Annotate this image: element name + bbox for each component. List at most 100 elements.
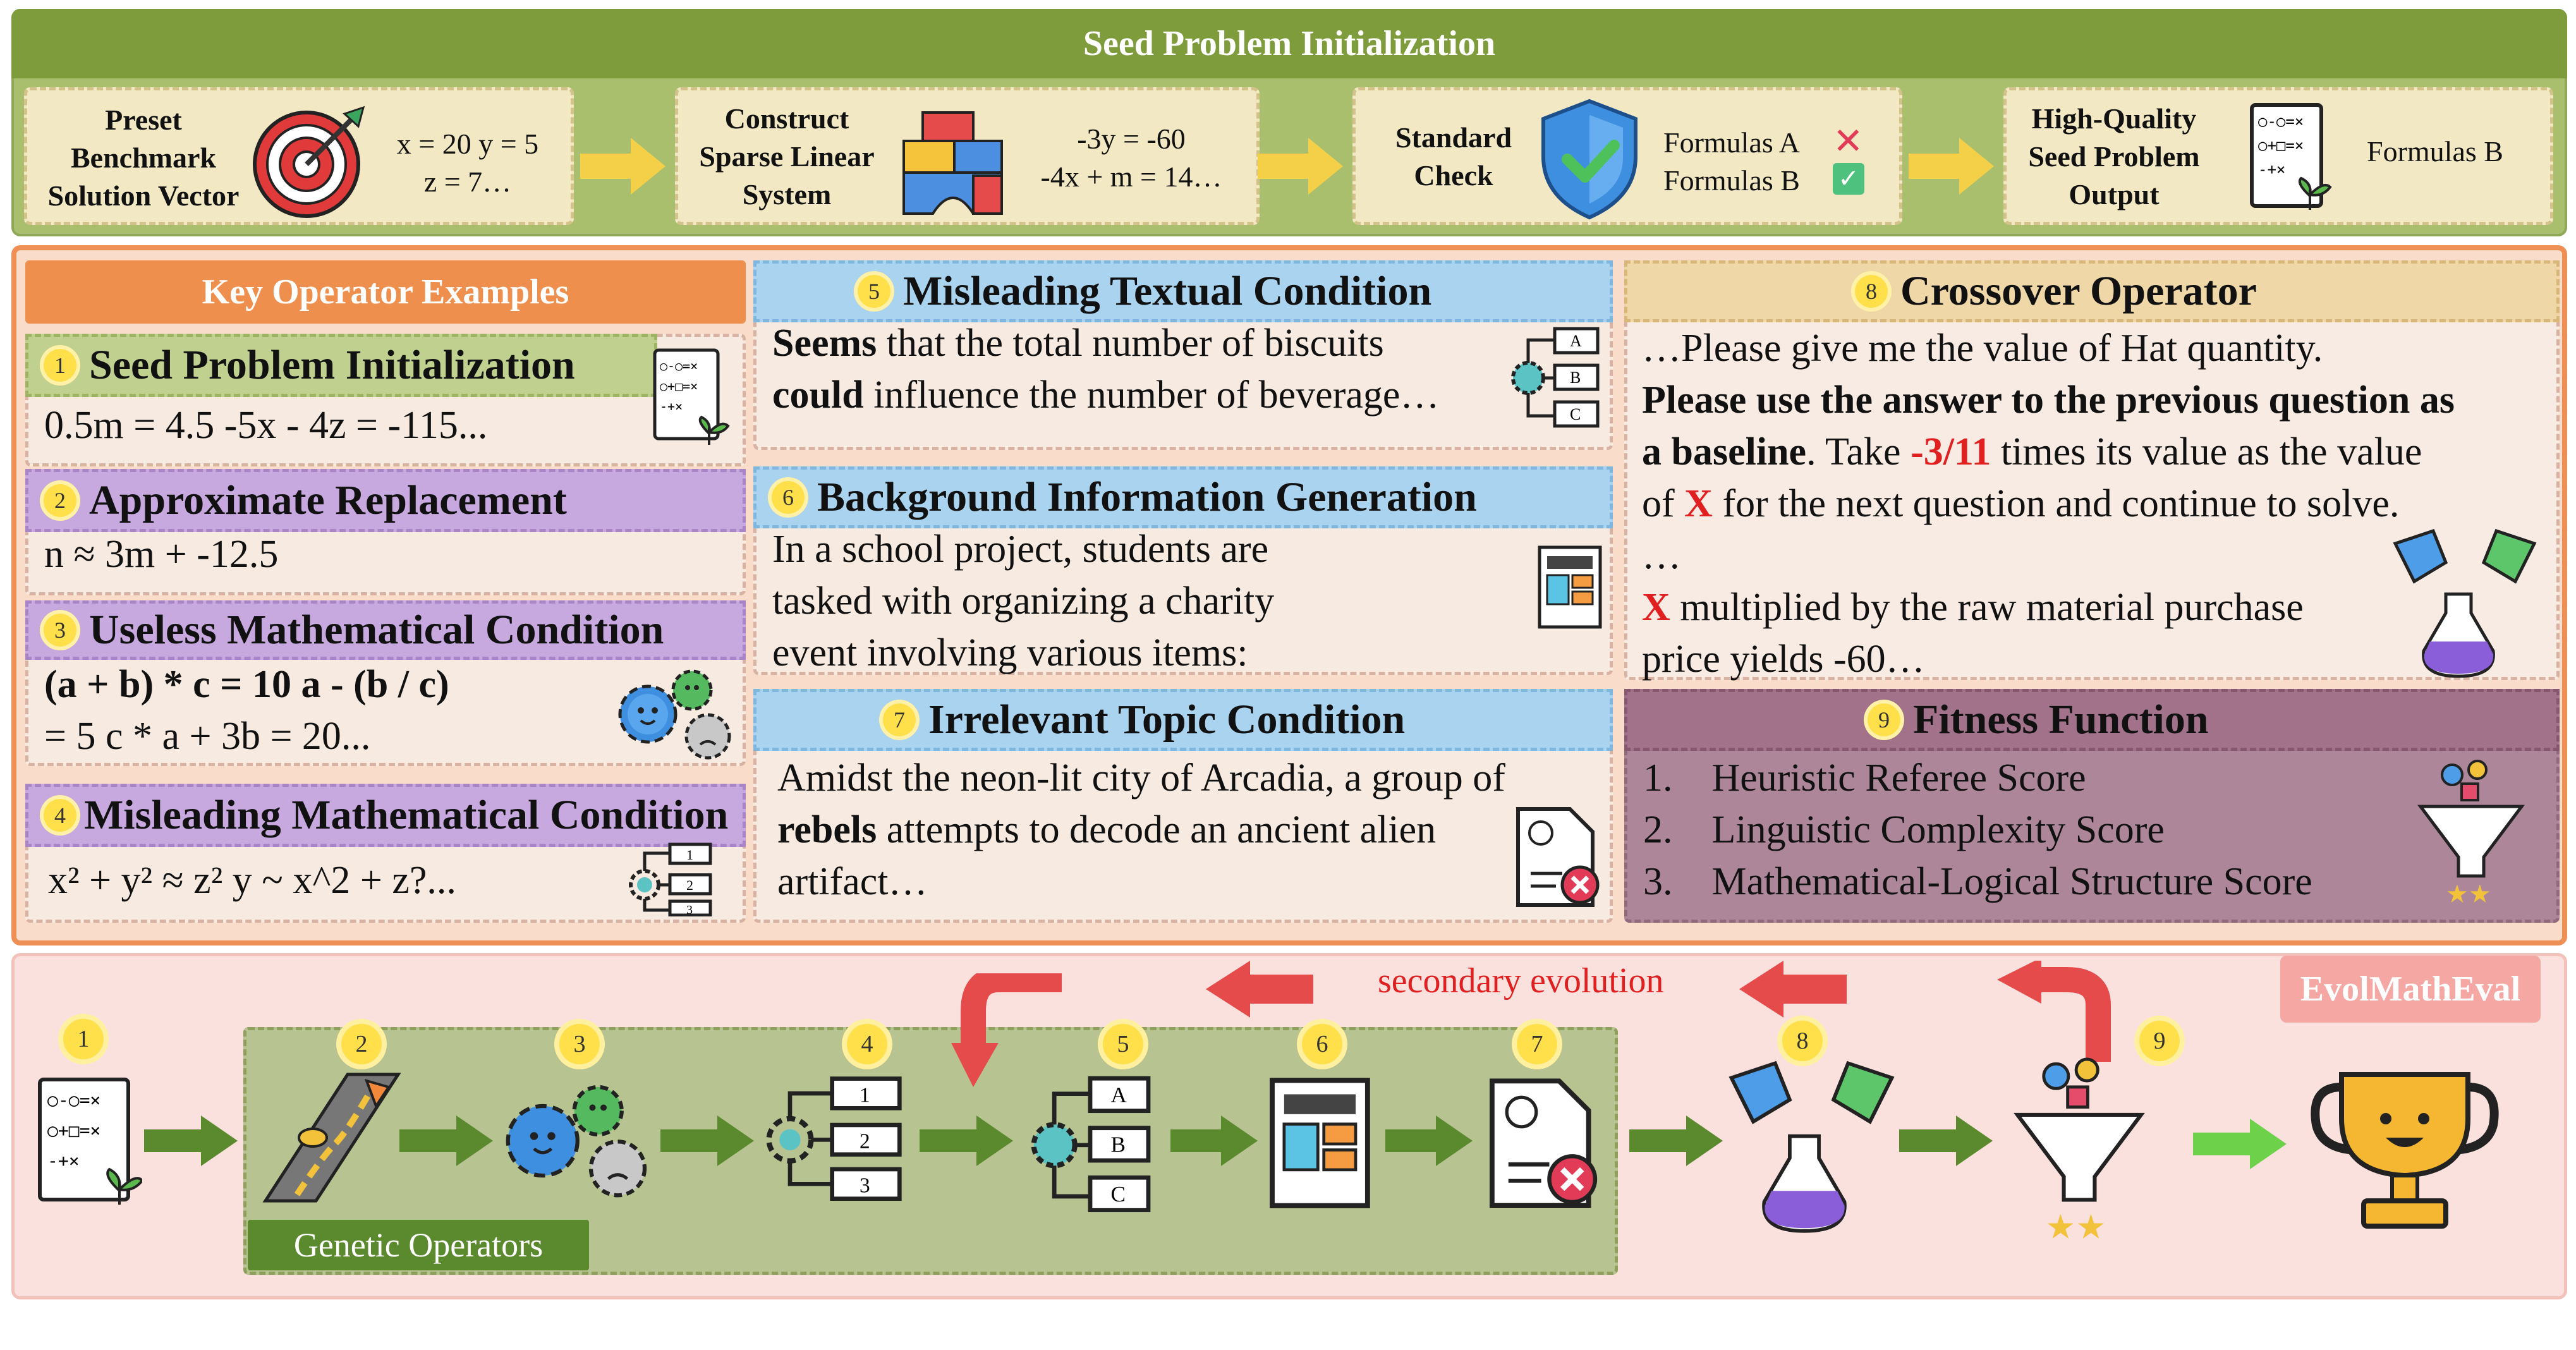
- svg-text:3: 3: [686, 903, 693, 916]
- blocks-icon: [902, 111, 1003, 215]
- op6-header: 6 Background Information Generation: [753, 466, 1613, 528]
- arrow-right-icon: [1258, 138, 1343, 195]
- step-construct-values: -3y = -60-4x + m = 14…: [1040, 123, 1222, 193]
- target-icon: [253, 106, 365, 218]
- svg-text:2: 2: [686, 877, 693, 893]
- op1-num-icon: 1: [44, 349, 76, 382]
- svg-text:○+□=×: ○+□=×: [660, 379, 698, 394]
- check-icon: ✓: [1833, 163, 1864, 195]
- arrow-right-icon: [660, 1116, 754, 1166]
- op6-title: Background Information Generation: [817, 474, 1477, 520]
- arrow-right-icon: [1170, 1116, 1258, 1166]
- op6-num-icon: 6: [772, 481, 805, 514]
- arrow-right-icon: [920, 1116, 1013, 1166]
- svg-text:-+×: -+×: [47, 1150, 80, 1171]
- op9-title: Fitness Function: [1913, 696, 2209, 743]
- genetic-operators-label: Genetic Operators: [248, 1220, 589, 1270]
- op9-header: 9 Fitness Function: [1624, 689, 2560, 751]
- step6-num-icon: 6: [1302, 1024, 1342, 1064]
- op3-line1: (a + b) * c = 10 a - (b / c): [44, 663, 449, 706]
- step4-num-icon: 4: [847, 1024, 887, 1064]
- gears-icon: [506, 1085, 647, 1198]
- svg-text:A: A: [1570, 332, 1582, 350]
- op8-title: Crossover Operator: [1900, 268, 2257, 314]
- gears-icon: [618, 669, 731, 760]
- step5-num-icon: 5: [1103, 1024, 1143, 1064]
- op9-num-icon: 9: [1868, 703, 1900, 736]
- seed-init-title: Seed Problem Initialization: [11, 9, 2567, 78]
- svg-text:-+×: -+×: [2258, 161, 2285, 178]
- rejected-doc-icon: [1490, 1078, 1598, 1208]
- op3-title: Useless Mathematical Condition: [89, 607, 664, 653]
- op4-num-icon: 4: [44, 799, 76, 832]
- op7-body: Amidst the neon-lit city of Arcadia, a g…: [777, 757, 1505, 903]
- op5-body: Seems that the total number of biscuits …: [772, 322, 1440, 417]
- trophy-icon: [2311, 1072, 2499, 1229]
- numbered-list-icon: 1 2 3: [629, 842, 712, 916]
- step1-num-icon: 1: [63, 1019, 104, 1059]
- op1-header: 1 Seed Problem Initialization: [25, 334, 657, 397]
- curved-arrow-icon: [1997, 961, 2111, 1062]
- mixing-flasks-icon: [2393, 528, 2537, 678]
- formula-doc-icon: ○-○=× ○+□=× -+×: [2250, 103, 2332, 210]
- step7-num-icon: 7: [1517, 1024, 1557, 1064]
- key-operator-title: Key Operator Examples: [25, 260, 746, 324]
- arrow-right-icon: [1385, 1116, 1473, 1166]
- svg-text:B: B: [1570, 368, 1581, 387]
- svg-text:○-○=×: ○-○=×: [47, 1090, 100, 1110]
- step3-num-icon: 3: [559, 1024, 600, 1064]
- arrow-right-icon: [2193, 1119, 2287, 1169]
- step-output-formula: Formulas B: [2367, 135, 2503, 167]
- funnel-icon: ★★: [2417, 760, 2525, 908]
- funnel-icon: ★★: [2014, 1057, 2145, 1246]
- layout-doc-icon: [1270, 1078, 1370, 1208]
- op9-body: 1. Heuristic Referee Score 2. Linguistic…: [1643, 757, 2312, 903]
- op1-title: Seed Problem Initialization: [89, 342, 575, 388]
- svg-text:○+□=×: ○+□=×: [2258, 137, 2304, 154]
- arrow-right-icon: [1909, 138, 1994, 195]
- layout-doc-icon: [1538, 545, 1602, 629]
- abc-options-icon: A B C: [1031, 1076, 1151, 1212]
- secondary-evolution-label: secondary evolution: [1378, 961, 1664, 1000]
- op2-body: n ≈ 3m + -12.5: [44, 533, 279, 576]
- evolmatheval-badge: EvolMathEval: [2280, 956, 2541, 1023]
- svg-text:C: C: [1570, 405, 1581, 423]
- rejected-doc-icon: [1516, 807, 1600, 907]
- svg-text:1: 1: [860, 1083, 870, 1107]
- formula-doc-icon: ○-○=× ○+□=× -+×: [653, 348, 730, 445]
- svg-text:3: 3: [860, 1174, 870, 1198]
- arrow-left-icon: [1206, 961, 1313, 1018]
- svg-text:○-○=×: ○-○=×: [660, 358, 698, 374]
- op7-title: Irrelevant Topic Condition: [928, 696, 1406, 743]
- svg-text:A: A: [1110, 1083, 1127, 1107]
- step9-num-icon: 9: [2139, 1021, 2180, 1061]
- op7-header: 7 Irrelevant Topic Condition: [753, 689, 1613, 751]
- svg-text:C: C: [1110, 1182, 1125, 1207]
- abc-options-icon: A B C: [1511, 327, 1600, 428]
- op8-body: …Please give me the value of Hat quantit…: [1642, 327, 2455, 681]
- op7-num-icon: 7: [883, 703, 916, 736]
- step8-num-icon: 8: [1782, 1021, 1823, 1061]
- arrow-right-icon: [399, 1116, 493, 1166]
- svg-text:★★: ★★: [2446, 880, 2491, 908]
- cross-icon: ✕: [1833, 119, 1864, 162]
- arrow-left-icon: [1739, 961, 1847, 1018]
- shield-check-icon: [1541, 99, 1637, 220]
- arrow-right-icon: [580, 138, 665, 195]
- svg-text:★★: ★★: [2045, 1207, 2106, 1246]
- op8-card: [1624, 260, 2560, 680]
- op1-body: 0.5m = 4.5 -5x - 4z = -115...: [44, 404, 488, 447]
- arrow-right-icon: [1899, 1116, 1993, 1166]
- svg-text:1: 1: [686, 847, 693, 863]
- step2-num-icon: 2: [341, 1024, 382, 1064]
- op4-title: Misleading Mathematical Condition: [84, 792, 729, 838]
